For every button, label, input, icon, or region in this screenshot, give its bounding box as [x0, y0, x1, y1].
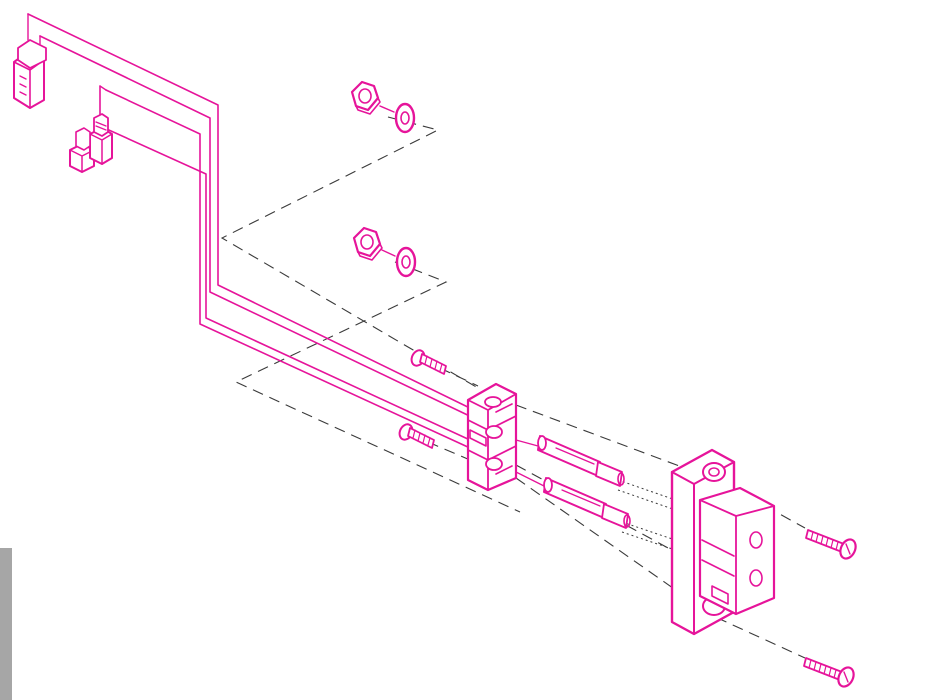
screw-icon: [398, 423, 435, 449]
fitting-icon: [69, 113, 113, 173]
screw-icon: [805, 529, 857, 560]
washer-icon: [379, 102, 416, 134]
hex-nut-icon: [352, 226, 383, 261]
screw-icon: [803, 657, 855, 688]
terminal-block-icon: [466, 382, 518, 492]
washer-icon: [381, 246, 417, 278]
screw-icon: [410, 349, 447, 375]
hex-nut-icon: [350, 80, 381, 115]
pin-icon: [515, 435, 625, 487]
pin-icon: [515, 471, 631, 529]
connector-plug-icon: [13, 13, 47, 109]
side-scroll-tab[interactable]: [0, 548, 12, 700]
receptacle-icon: [670, 448, 776, 636]
wire-harness: [27, 13, 479, 449]
